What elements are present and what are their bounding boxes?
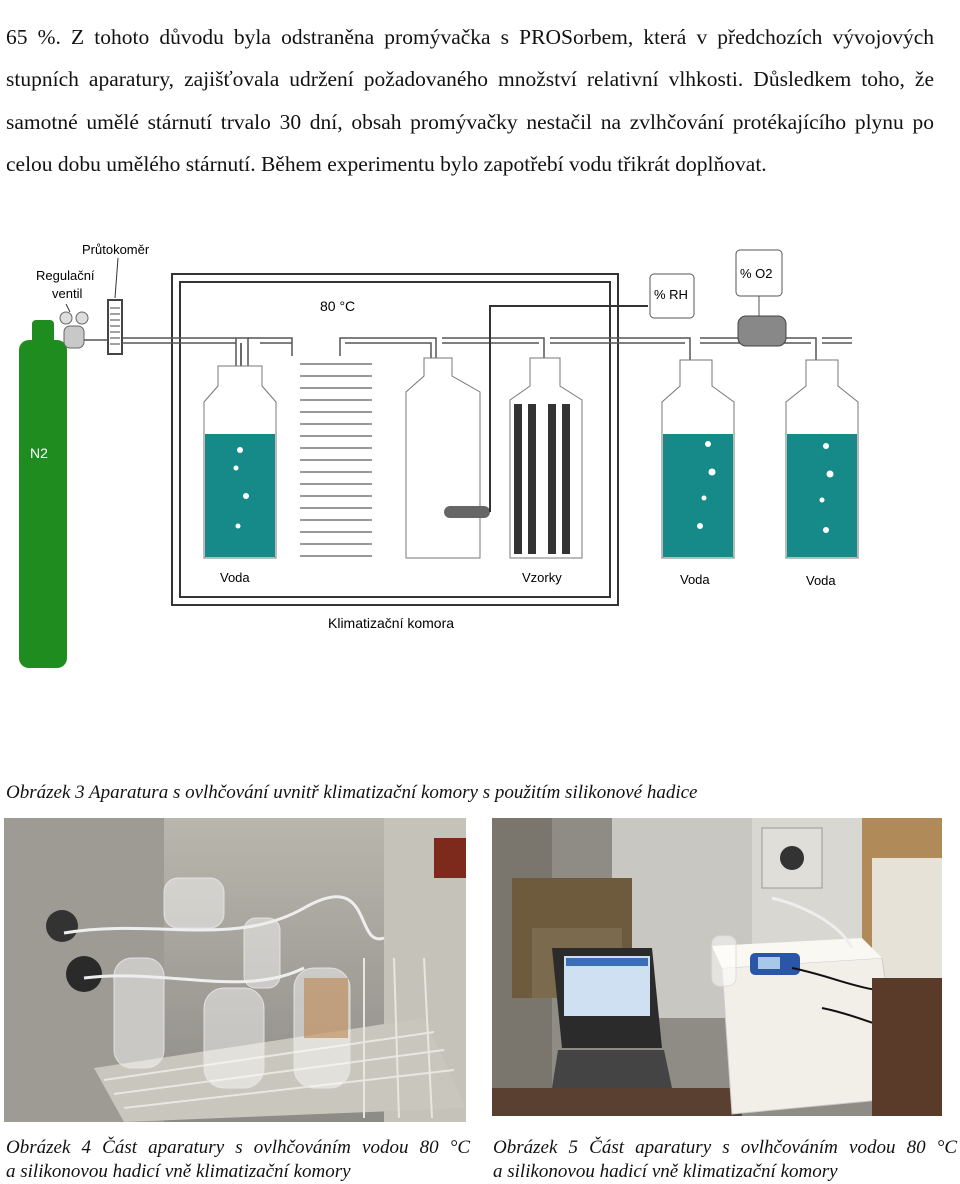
climate-chamber-inner — [179, 281, 611, 598]
bottle-empty — [405, 357, 490, 559]
figure-4-caption-line-1: Obrázek 4 Část aparatury s ovlhčováním v… — [6, 1137, 470, 1158]
body-paragraph: 65 %. Z tohoto důvodu byla odstraněna pr… — [6, 24, 934, 177]
temperature-label: 80 °C — [320, 298, 355, 314]
figure-5-caption: Obrázek 5 Část aparatury s ovlhčováním v… — [493, 1136, 957, 1184]
n2-cylinder: N2 — [19, 320, 67, 668]
rh-label: % RH — [654, 287, 688, 302]
o2-sensor-tee — [737, 315, 787, 347]
bottle-samples — [509, 357, 583, 559]
valve-label-2: ventil — [52, 286, 82, 301]
apparatus-diagram: Klimatizační komora 80 °C N2 Regulační v… — [19, 242, 859, 668]
figure-3-caption: Obrázek 3 Aparatura s ovlhčování uvnitř … — [6, 782, 698, 803]
figure-4-caption-line-2: a silikonovou hadicí vně klimatizační ko… — [6, 1161, 351, 1182]
flowmeter — [107, 299, 123, 355]
chamber-label: Klimatizační komora — [328, 615, 454, 631]
rh-sensor-cable — [489, 305, 648, 512]
figure-5-caption-line-1: Obrázek 5 Část aparatury s ovlhčováním v… — [493, 1137, 957, 1158]
apparatus-photo-inside — [4, 818, 466, 1122]
bottle-water-2 — [661, 359, 735, 559]
water-label-3: Voda — [806, 573, 836, 588]
heating-coil — [300, 363, 372, 557]
flowmeter-label: Průtokoměr — [82, 242, 150, 257]
figure-4-caption: Obrázek 4 Část aparatury s ovlhčováním v… — [6, 1136, 470, 1184]
apparatus-photo-outside — [492, 818, 942, 1116]
figure-5-caption-line-2: a silikonovou hadicí vně klimatizační ko… — [493, 1161, 838, 1182]
regulating-valve — [59, 311, 89, 349]
bottle-water-3 — [785, 359, 859, 559]
climate-chamber-outer — [171, 273, 619, 606]
rh-meter — [649, 273, 695, 319]
cylinder-label: N2 — [30, 445, 48, 461]
water-label-2: Voda — [680, 572, 710, 587]
valve-label-1: Regulační — [36, 268, 95, 283]
samples-label: Vzorky — [522, 570, 562, 585]
bottle-water-1 — [203, 365, 277, 559]
water-label-1: Voda — [220, 570, 250, 585]
o2-label: % O2 — [740, 266, 773, 281]
